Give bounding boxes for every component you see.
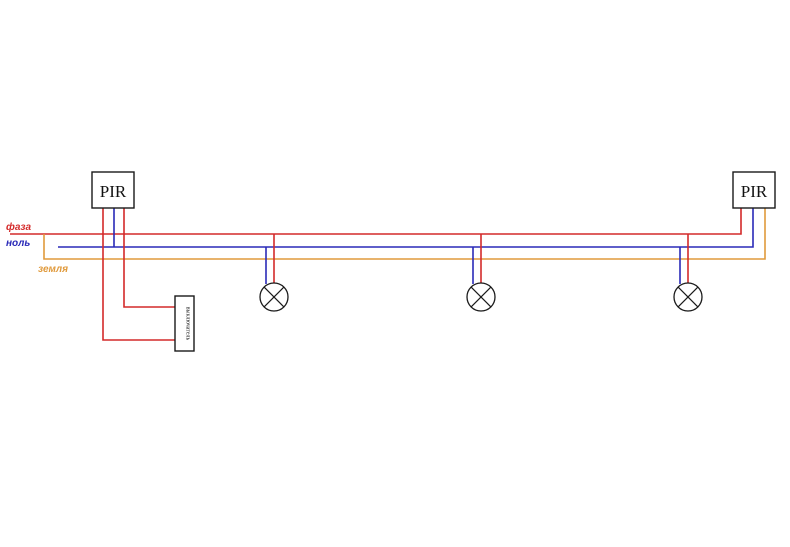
pir-label: PIR	[741, 182, 768, 201]
left-pir-wiring	[102, 208, 175, 341]
lamp-drops	[265, 234, 689, 284]
lamp-1	[259, 282, 289, 312]
switch-loop-inner	[123, 208, 175, 308]
lamp-cross	[263, 286, 285, 308]
bus-lines	[10, 208, 766, 260]
phase-wire-main	[10, 208, 742, 235]
lamp-3	[673, 282, 703, 312]
pir-box	[91, 171, 135, 209]
lamp-cross	[677, 286, 699, 308]
pir-label: PIR	[100, 182, 127, 201]
lamp-cross	[470, 286, 492, 308]
pir-sensor-right: PIR	[732, 171, 776, 209]
switch-loop-outer	[102, 208, 175, 341]
switch-label: выключатель	[185, 307, 191, 341]
neutral-label: ноль	[6, 238, 30, 249]
lamp-2	[466, 282, 496, 312]
phase-label: фаза	[6, 221, 32, 233]
pir-box	[732, 171, 776, 209]
ground-label: земля	[38, 264, 68, 275]
pir-sensor-left: PIR	[91, 171, 135, 209]
switch: выключатель	[174, 295, 195, 352]
switch-box	[174, 295, 195, 352]
ground-wire-main	[43, 208, 766, 260]
neutral-wire-main	[58, 208, 754, 248]
